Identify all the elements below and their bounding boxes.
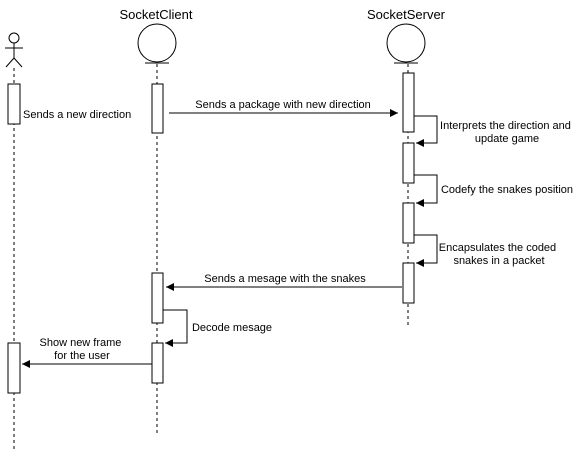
message-arrow-m7 <box>163 309 188 347</box>
message-label-m7: Decode mesage <box>192 322 272 334</box>
message-arrow-m3 <box>414 115 438 147</box>
actor-icon <box>5 32 23 68</box>
message-arrow-m4 <box>414 174 438 207</box>
message-arrow-m5 <box>414 234 438 267</box>
message-label-m3: Interprets the direction and update game <box>440 120 574 145</box>
activation-server-3 <box>402 202 415 244</box>
entity-icon <box>137 23 177 64</box>
activation-client-2 <box>151 272 164 324</box>
message-label-m1: Sends a new direction <box>23 109 131 121</box>
activation-client-1 <box>151 83 164 134</box>
activation-client-3 <box>151 342 164 384</box>
message-label-m2: Sends a package with new direction <box>195 99 371 111</box>
participant-socketclient-label: SocketClient <box>120 7 193 22</box>
activation-server-1 <box>402 72 415 133</box>
message-label-m5: Encapsulates the coded snakes in a packe… <box>439 242 559 267</box>
participant-socketserver-label: SocketServer <box>367 7 446 22</box>
message-label-m6: Sends a mesage with the snakes <box>204 273 366 285</box>
activation-server-2 <box>402 142 415 184</box>
activation-user-2 <box>7 342 21 394</box>
activation-user-1 <box>7 83 21 125</box>
activation-server-4 <box>402 262 415 304</box>
message-label-m8: Show new frame for the user <box>40 337 125 362</box>
entity-icon <box>386 23 426 64</box>
message-label-m4: Codefy the snakes position <box>441 184 573 196</box>
